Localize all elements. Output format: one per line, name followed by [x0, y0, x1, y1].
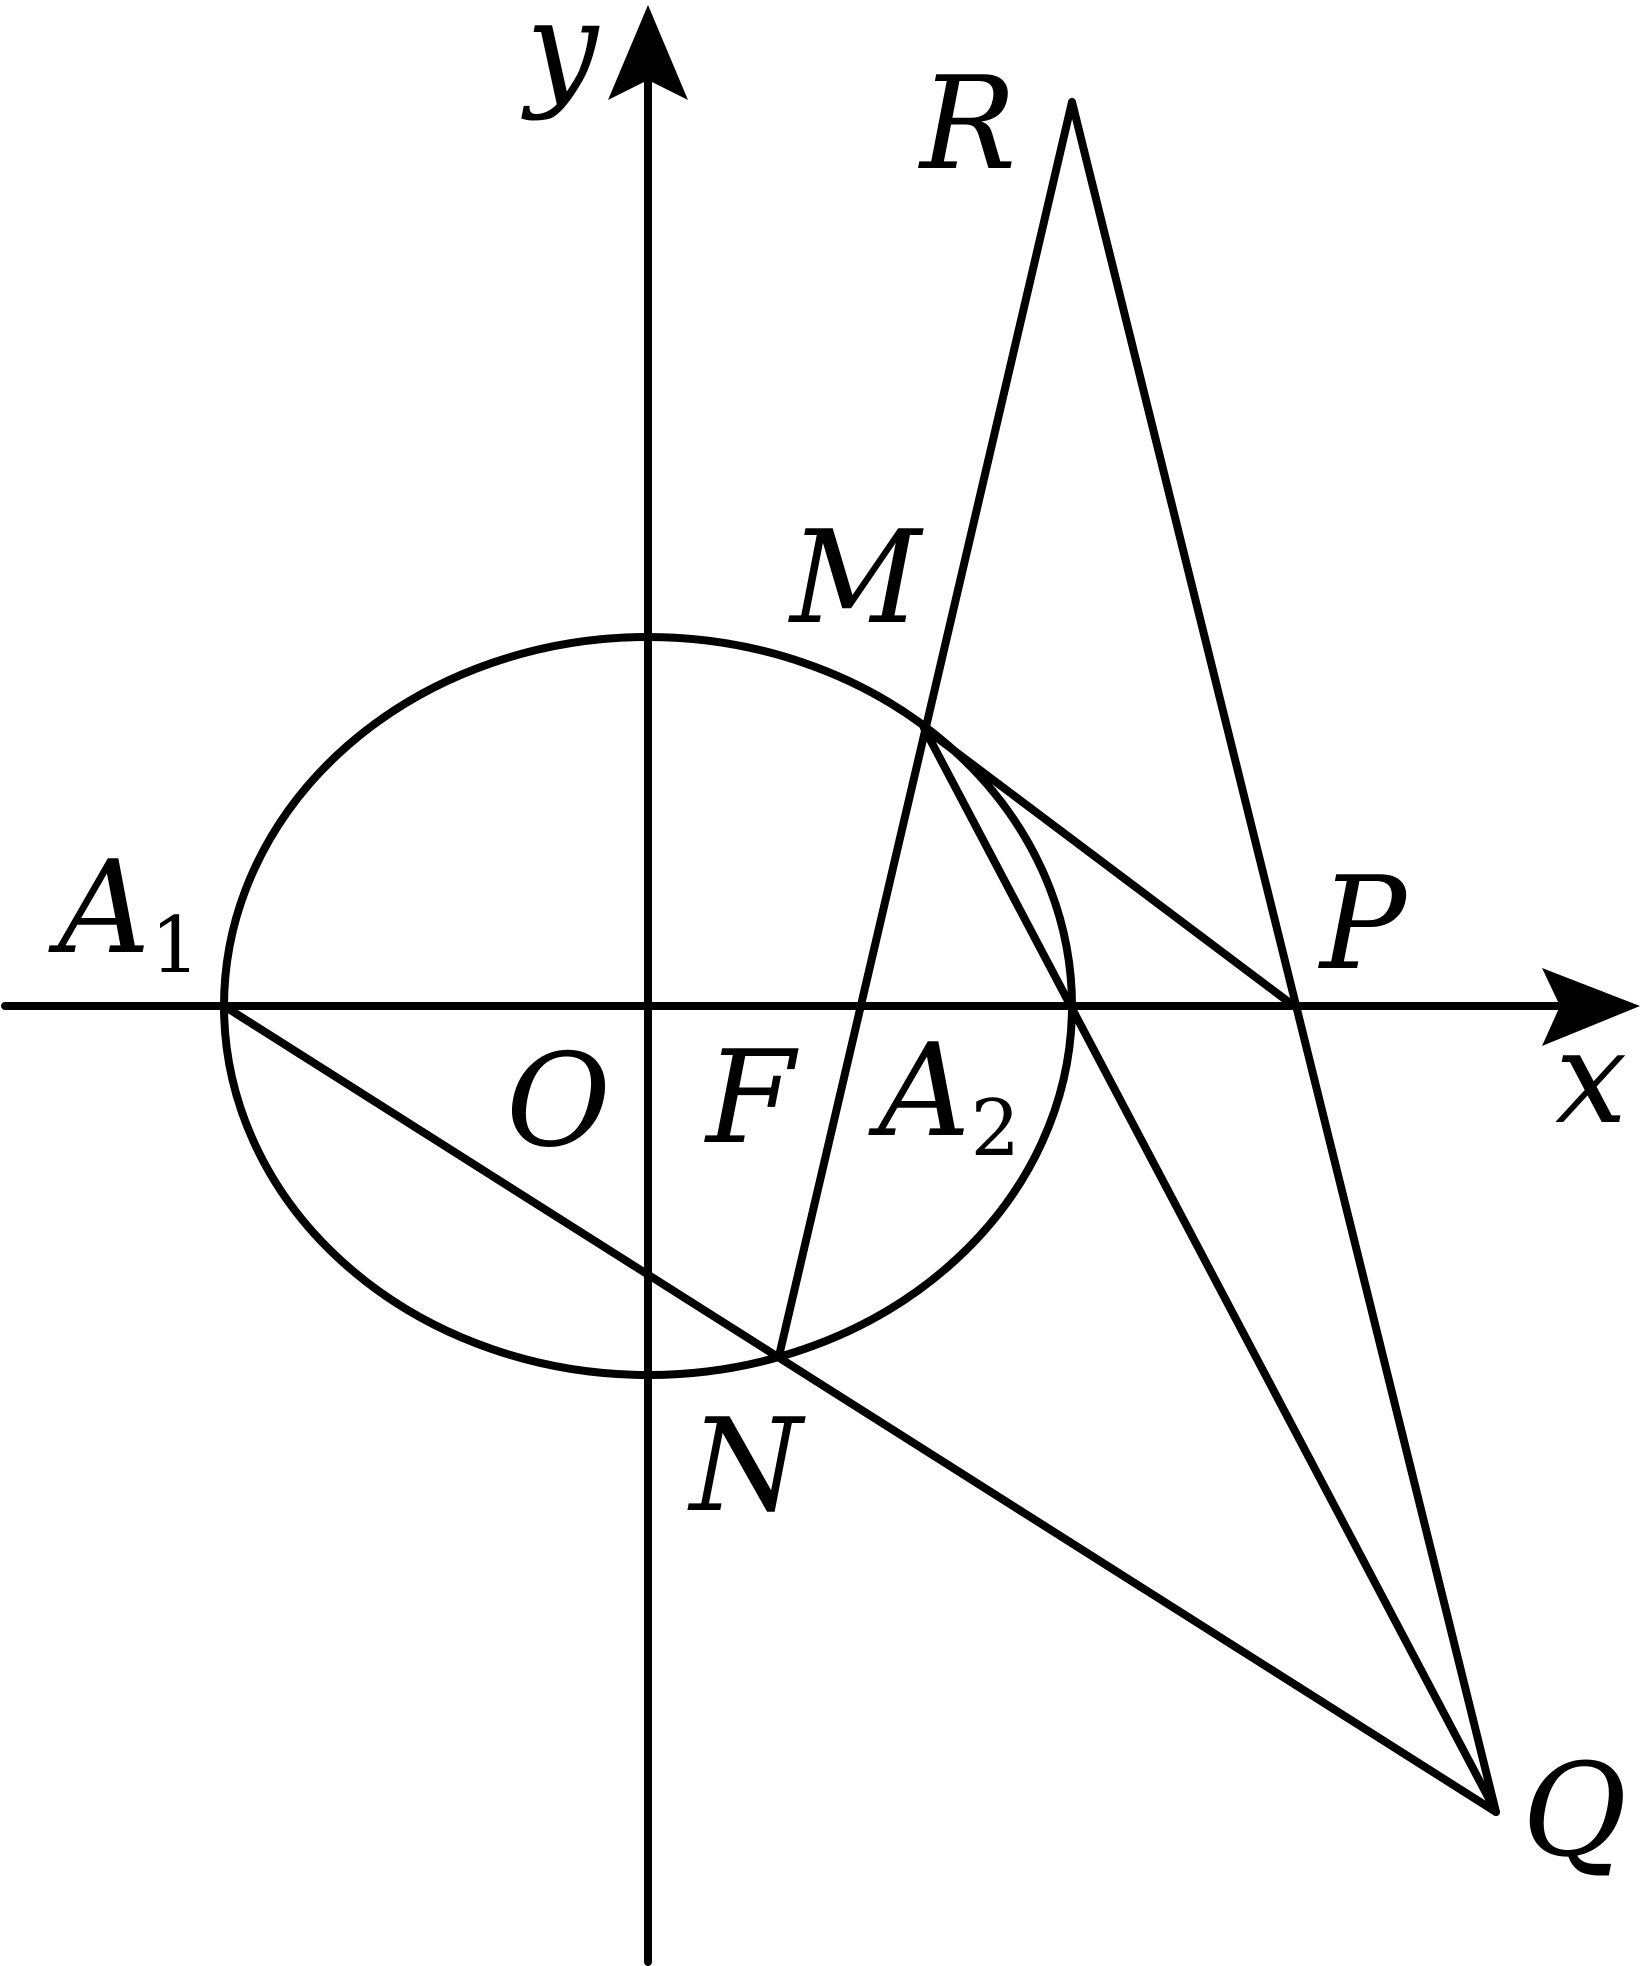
point-O-label: O [506, 1027, 611, 1176]
segment-M-Q [920, 724, 1500, 1816]
y-axis-label: y [521, 0, 600, 123]
point-P-label: P [1318, 850, 1408, 999]
segment-R-Q [1068, 98, 1500, 1816]
point-F-label: F [704, 1024, 799, 1173]
segment-M-P [920, 724, 1298, 1010]
point-A1-subscript: 1 [150, 901, 200, 991]
point-N-label: N [687, 1392, 806, 1541]
x-axis-arrow-icon [1542, 968, 1640, 1046]
point-A2-label: A2 [868, 1017, 1020, 1174]
point-A1-label: A1 [48, 834, 200, 991]
point-A1-letter: A [48, 834, 150, 983]
point-A2-subscript: 2 [970, 1084, 1020, 1174]
point-M-label: M [788, 504, 924, 653]
point-A2-letter: A [868, 1017, 970, 1166]
segment-A1-Q [220, 1002, 1500, 1816]
point-R-label: R [918, 50, 1016, 199]
y-axis-arrow-icon [608, 5, 688, 100]
x-axis-label: x [1555, 1004, 1627, 1153]
point-Q-label: Q [1522, 1737, 1627, 1886]
